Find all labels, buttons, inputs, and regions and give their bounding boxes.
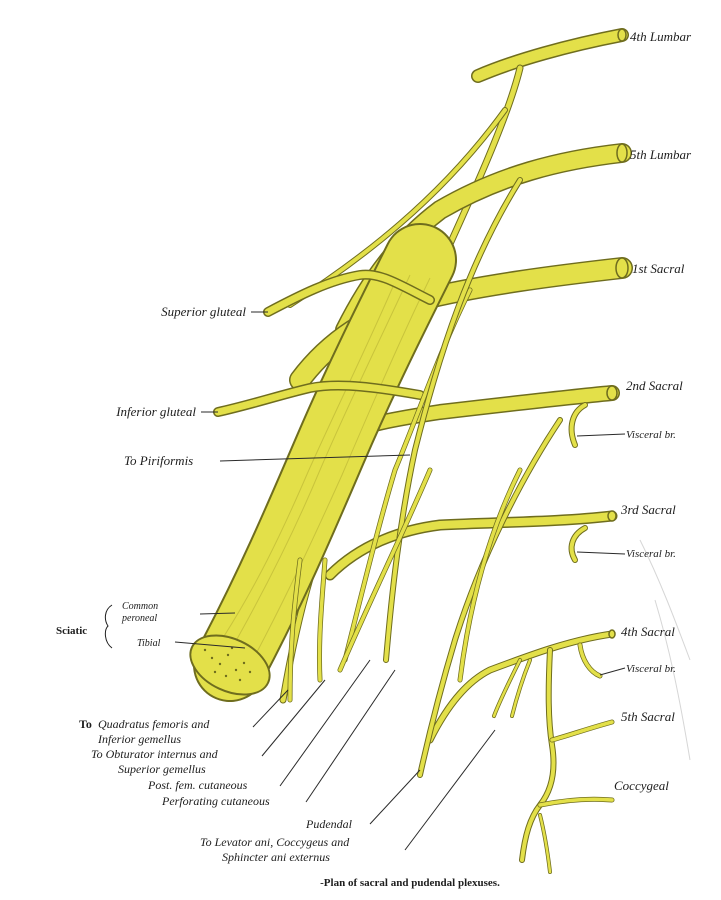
label-superior-gluteal: Superior gluteal <box>161 304 246 319</box>
label-5th-sacral: 5th Sacral <box>621 709 675 724</box>
label-superior-gemellus: Superior gemellus <box>118 762 206 776</box>
label-to: To <box>79 717 92 731</box>
label-visceral-s2: Visceral br. <box>626 429 676 441</box>
label-perforating-cutaneous: Perforating cutaneous <box>161 794 270 808</box>
label-common: Common <box>122 601 158 612</box>
label-inferior-gemellus: Inferior gemellus <box>97 732 181 746</box>
label-3rd-sacral: 3rd Sacral <box>620 502 676 517</box>
label-obturator: To Obturator internus and <box>91 747 219 761</box>
label-4th-lumbar: 4th Lumbar <box>630 29 692 44</box>
label-inferior-gluteal: Inferior gluteal <box>115 404 196 419</box>
label-peroneal: peroneal <box>121 613 157 624</box>
label-4th-sacral: 4th Sacral <box>621 624 675 639</box>
label-1st-sacral: 1st Sacral <box>632 261 685 276</box>
sciatic-brace <box>105 605 112 648</box>
label-coccygeal: Coccygeal <box>614 778 669 793</box>
label-visceral-s3: Visceral br. <box>626 548 676 560</box>
figure-caption: -Plan of sacral and pudendal plexuses. <box>320 877 500 889</box>
label-sphincter-ani: Sphincter ani externus <box>222 850 330 864</box>
label-visceral-s4: Visceral br. <box>626 663 676 675</box>
label-2nd-sacral: 2nd Sacral <box>626 378 683 393</box>
nerve-network <box>181 29 628 872</box>
label-pudendal: Pudendal <box>305 817 353 831</box>
label-post-fem-cutaneous: Post. fem. cutaneous <box>147 778 248 792</box>
label-5th-lumbar: 5th Lumbar <box>630 147 692 162</box>
label-sciatic: Sciatic <box>56 625 87 637</box>
label-to-piriformis: To Piriformis <box>124 453 193 468</box>
label-tibial: Tibial <box>137 638 161 649</box>
label-levator-ani: To Levator ani, Coccygeus and <box>200 835 350 849</box>
label-quadratus: Quadratus femoris and <box>98 717 210 731</box>
